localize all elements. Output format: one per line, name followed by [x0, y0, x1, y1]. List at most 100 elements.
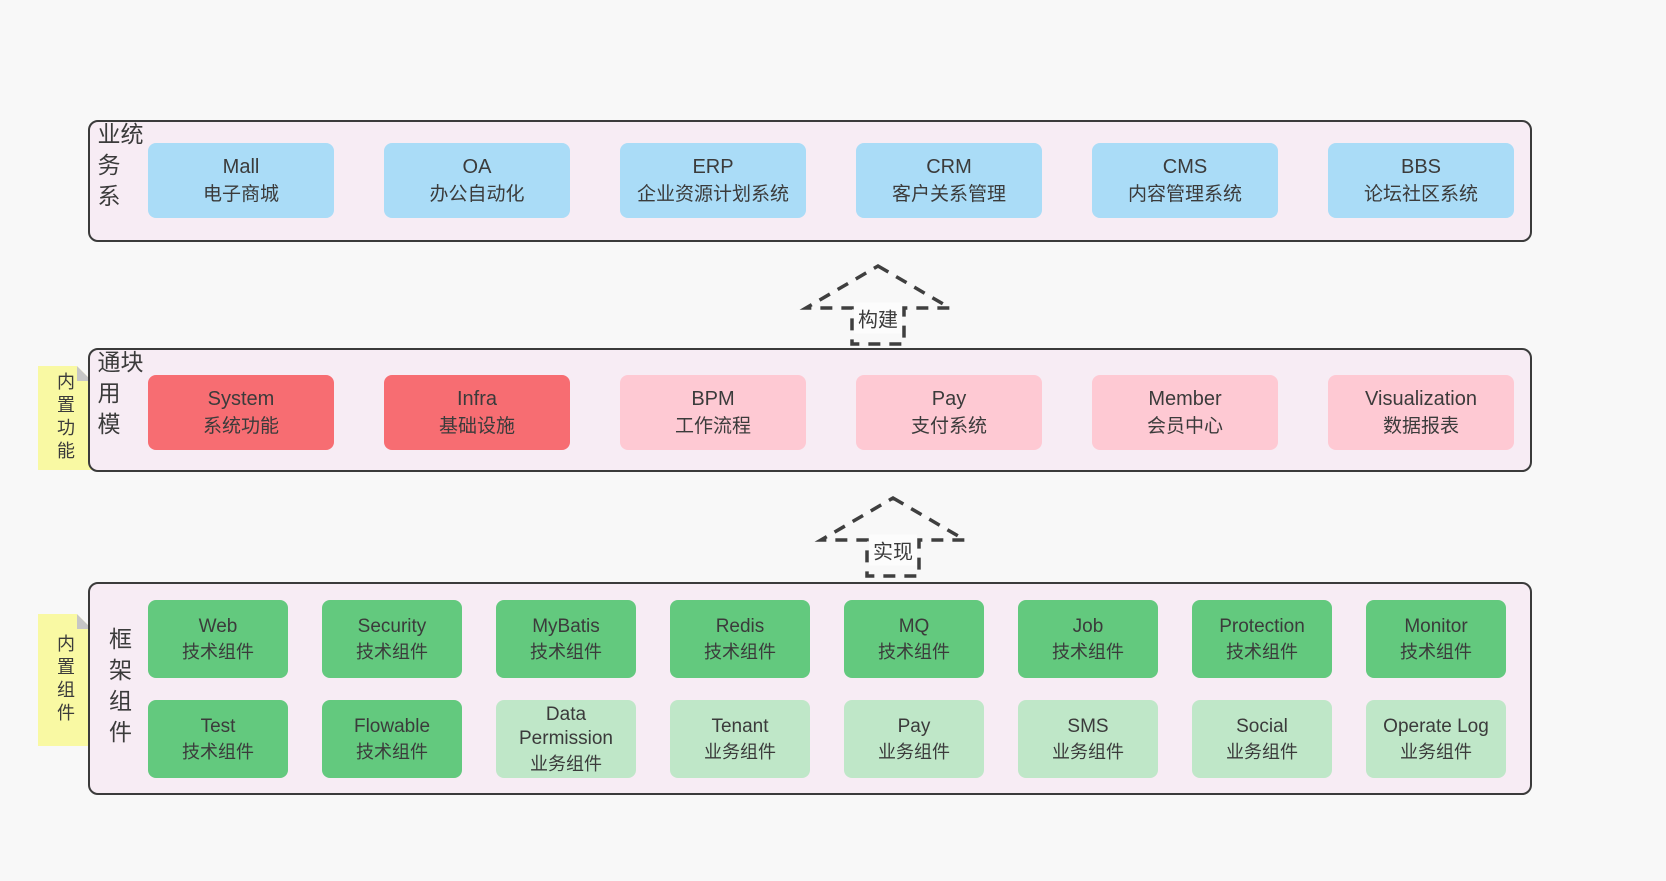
- arrow-implement: 实现: [793, 492, 993, 582]
- box-title: Data Permission: [519, 704, 613, 749]
- box-bbs: BBS 论坛社区系统: [1328, 143, 1514, 218]
- box-subtitle: 技术组件: [530, 641, 602, 662]
- sticky-note-builtin-components: 内置组件: [38, 614, 92, 746]
- box-title: Security: [357, 615, 427, 637]
- arrow-implement-label: 实现: [869, 534, 917, 566]
- box-subtitle: 企业资源计划系统: [636, 183, 789, 205]
- tier-framework-components-label: 框架组件: [105, 626, 132, 751]
- box-erp: ERP 企业资源计划系统: [620, 143, 806, 218]
- arrow-build: 构建: [778, 260, 978, 350]
- tier-common-modules-label: 通用模块: [94, 350, 143, 443]
- box-test: Test 技术组件: [148, 700, 288, 778]
- box-subtitle: 技术组件: [356, 741, 428, 762]
- box-subtitle: 技术组件: [878, 641, 950, 662]
- box-subtitle: 支付系统: [910, 415, 987, 437]
- box-member: Member 会员中心: [1092, 375, 1278, 450]
- box-subtitle: 业务组件: [878, 741, 950, 762]
- box-title: Mall: [222, 155, 260, 178]
- box-title: Pay: [897, 715, 931, 737]
- sticky-note-text: 内置功能: [55, 372, 75, 464]
- box-crm: CRM 客户关系管理: [856, 143, 1042, 218]
- box-subtitle: 办公自动化: [429, 183, 525, 205]
- box-mall: Mall 电子商城: [148, 143, 334, 218]
- box-title: Visualization: [1365, 387, 1477, 410]
- box-subtitle: 业务组件: [1052, 741, 1124, 762]
- box-visualization: Visualization 数据报表: [1328, 375, 1514, 450]
- box-subtitle: 电子商城: [202, 183, 279, 205]
- arrow-build-label: 构建: [854, 302, 902, 334]
- box-title: MQ: [898, 615, 930, 637]
- box-tenant: Tenant 业务组件: [670, 700, 810, 778]
- box-title: CMS: [1162, 155, 1208, 178]
- box-subtitle: 内容管理系统: [1127, 183, 1242, 205]
- box-subtitle: 业务组件: [704, 741, 776, 762]
- box-title: Infra: [456, 387, 498, 410]
- box-mq: MQ 技术组件: [844, 600, 984, 678]
- box-subtitle: 会员中心: [1146, 415, 1223, 437]
- box-social: Social 业务组件: [1192, 700, 1332, 778]
- box-title: System: [207, 387, 275, 410]
- box-flowable: Flowable 技术组件: [322, 700, 462, 778]
- box-subtitle: 论坛社区系统: [1363, 183, 1478, 205]
- box-monitor: Monitor 技术组件: [1366, 600, 1506, 678]
- box-pay: Pay 支付系统: [856, 375, 1042, 450]
- box-redis: Redis 技术组件: [670, 600, 810, 678]
- box-subtitle: 技术组件: [704, 641, 776, 662]
- box-subtitle: 技术组件: [1052, 641, 1124, 662]
- box-title: Monitor: [1404, 615, 1468, 637]
- box-subtitle: 数据报表: [1382, 415, 1459, 437]
- box-title: Member: [1148, 387, 1222, 410]
- tier-business-systems-label: 业务系统: [94, 122, 143, 215]
- box-subtitle: 业务组件: [1226, 741, 1298, 762]
- box-title: Redis: [715, 615, 765, 637]
- dashed-up-arrow-icon: [799, 263, 957, 346]
- box-subtitle: 业务组件: [530, 753, 602, 774]
- box-title: MyBatis: [532, 615, 600, 637]
- box-oa: OA 办公自动化: [384, 143, 570, 218]
- box-data-permission: Data Permission 业务组件: [496, 700, 636, 778]
- box-title: OA: [462, 155, 492, 178]
- box-title: CRM: [926, 155, 972, 178]
- box-subtitle: 工作流程: [674, 415, 751, 437]
- box-subtitle: 技术组件: [1400, 641, 1472, 662]
- box-subtitle: 业务组件: [1400, 741, 1472, 762]
- box-subtitle: 客户关系管理: [891, 183, 1006, 205]
- box-subtitle: 基础设施: [438, 415, 515, 437]
- box-mybatis: MyBatis 技术组件: [496, 600, 636, 678]
- business-systems-box-row: Mall 电子商城 OA 办公自动化 ERP 企业资源计划系统 CRM 客户关系管理 CMS 内容…: [148, 143, 1514, 218]
- box-subtitle: 技术组件: [1226, 641, 1298, 662]
- dashed-up-arrow-icon: [814, 495, 972, 578]
- box-subtitle: 技术组件: [182, 741, 254, 762]
- box-title: Tenant: [711, 715, 769, 737]
- box-title: BPM: [691, 387, 735, 410]
- box-title: Protection: [1219, 615, 1305, 637]
- box-bpm: BPM 工作流程: [620, 375, 806, 450]
- box-title: ERP: [692, 155, 734, 178]
- box-pay: Pay 业务组件: [844, 700, 984, 778]
- tier-business-systems: 业务系统 Mall 电子商城 OA 办公自动化 ERP 企业资源计划系统 CRM 客户关系管理…: [88, 120, 1532, 242]
- box-operate-log: Operate Log 业务组件: [1366, 700, 1506, 778]
- box-cms: CMS 内容管理系统: [1092, 143, 1278, 218]
- box-infra: Infra 基础设施: [384, 375, 570, 450]
- box-protection: Protection 技术组件: [1192, 600, 1332, 678]
- box-title: Pay: [931, 387, 967, 410]
- sticky-note-builtin-features: 内置功能: [38, 366, 92, 470]
- box-title: BBS: [1400, 155, 1442, 178]
- box-title: Web: [198, 615, 238, 637]
- box-title: Social: [1236, 715, 1288, 737]
- box-title: Flowable: [353, 715, 431, 737]
- box-title: Operate Log: [1383, 715, 1489, 737]
- box-title: Test: [200, 715, 236, 737]
- sticky-note-text: 内置组件: [55, 634, 75, 726]
